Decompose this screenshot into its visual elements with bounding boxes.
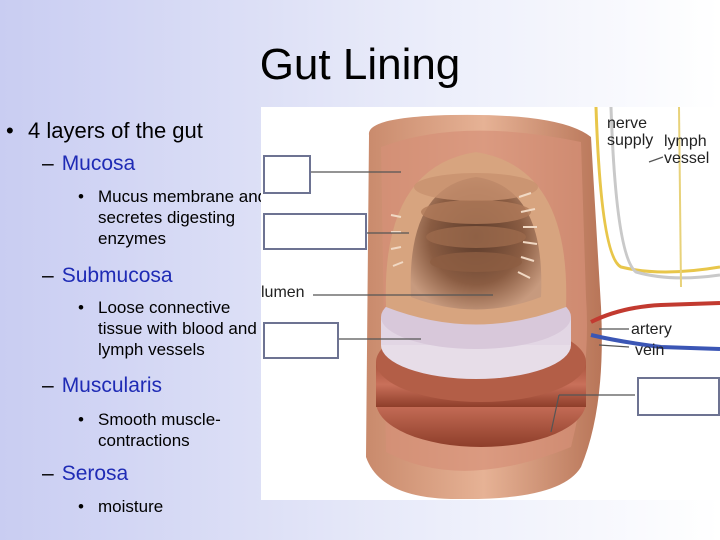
- bullet-dot: •: [78, 497, 84, 516]
- lumen-label: lumen: [261, 284, 305, 301]
- layer-desc-mucosa: • Mucus membrane and secretes digesting …: [78, 186, 273, 249]
- layer-desc-muscularis: • Smooth muscle-contractions: [78, 409, 248, 451]
- slide-title: Gut Lining: [259, 40, 461, 89]
- dash: –: [42, 264, 54, 287]
- gut-cross-section-illustration: [309, 107, 720, 500]
- layer-desc-serosa: • moisture: [78, 496, 273, 517]
- blank-label-box: [263, 322, 339, 359]
- layer-desc: moisture: [98, 497, 164, 516]
- layer-name: Serosa: [61, 462, 129, 485]
- bullet-list: •4 layers of the gut –Mucosa • Mucus mem…: [0, 0, 270, 540]
- blank-label-box: [263, 155, 311, 194]
- bullet-dot: •: [78, 410, 84, 429]
- layer-desc-submucosa: • Loose connective tissue with blood and…: [78, 297, 258, 360]
- gut-wall-diagram: nerve supply lymph vessel lumen artery v…: [261, 107, 720, 500]
- layer-muscularis: –Muscularis: [42, 374, 162, 398]
- vein-label: vein: [635, 342, 665, 359]
- layer-name: Muscularis: [61, 374, 163, 397]
- bullet-dot: •: [6, 118, 14, 143]
- dash: –: [42, 152, 54, 175]
- lymph-vessel-label: lymph vessel: [664, 133, 709, 167]
- dash: –: [42, 462, 54, 485]
- layer-mucosa: –Mucosa: [42, 152, 135, 176]
- nerve-label: nerve supply: [607, 115, 653, 149]
- bullet-dot: •: [78, 298, 84, 317]
- lymph-label-line1: lymph: [664, 133, 707, 150]
- artery-label: artery: [631, 321, 672, 338]
- nerve-label-line2: supply: [607, 132, 654, 149]
- blank-label-box: [637, 377, 720, 416]
- nerve-label-line1: nerve: [607, 115, 648, 132]
- layer-submucosa: –Submucosa: [42, 264, 173, 288]
- layer-name: Mucosa: [61, 152, 136, 175]
- layer-desc: Smooth muscle-contractions: [98, 410, 221, 450]
- blank-label-box: [263, 213, 367, 250]
- main-bullet-text: 4 layers of the gut: [28, 118, 203, 143]
- layer-desc: Mucus membrane and secretes digesting en…: [98, 187, 268, 248]
- lymph-label-line2: vessel: [664, 150, 710, 167]
- main-bullet: • 4 layers of the gut: [6, 118, 203, 144]
- bullet-dot: •: [78, 187, 84, 206]
- layer-desc: Loose connective tissue with blood and l…: [98, 298, 257, 359]
- layer-serosa: –Serosa: [42, 462, 128, 486]
- layer-name: Submucosa: [61, 264, 173, 287]
- dash: –: [42, 374, 54, 397]
